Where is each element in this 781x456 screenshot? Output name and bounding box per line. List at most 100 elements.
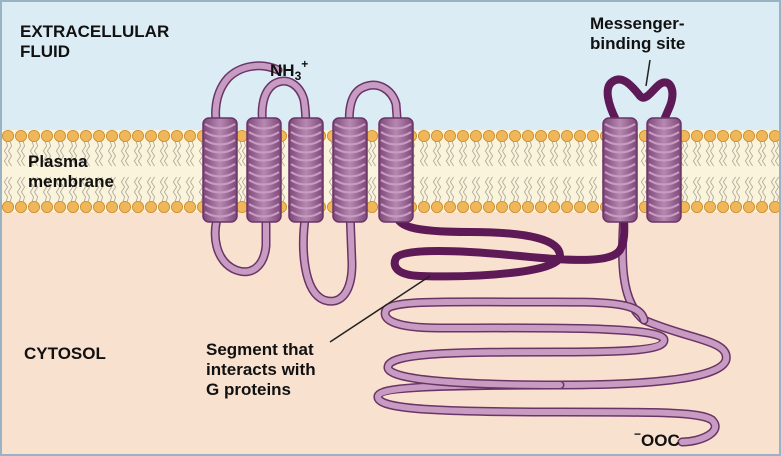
lipid-tail (709, 176, 715, 203)
lipid-tail (172, 176, 178, 203)
lipid-tail (241, 176, 247, 203)
lipid-head (365, 129, 378, 142)
lipid-head (574, 129, 587, 142)
helix-turn (248, 171, 280, 178)
lipid-tail (575, 176, 581, 203)
lipid-tail (367, 176, 373, 203)
lipid-tail (137, 176, 143, 203)
lipid-tail (501, 176, 507, 203)
lipid-head (548, 129, 561, 142)
lipid-tail (189, 140, 195, 167)
lipid-tail (120, 140, 126, 167)
lipid-head (67, 129, 80, 142)
helix-turn (248, 211, 280, 218)
lipid-head (756, 129, 769, 142)
lipid-tail (16, 176, 22, 203)
lipid-tail (640, 140, 646, 167)
lipid-tail (241, 140, 247, 167)
helix-turn (248, 203, 280, 210)
helix-turn (204, 155, 236, 162)
lipid-tail (549, 176, 555, 203)
transmembrane-helices (202, 117, 682, 223)
lipid-tail (523, 140, 529, 167)
lipid-head (106, 200, 119, 213)
lipid-head (730, 129, 743, 142)
lipid-tail (137, 140, 143, 167)
lipid-tail (55, 140, 61, 167)
lipid-tail (692, 140, 698, 167)
lipid-tail (484, 176, 490, 203)
lipid-tail (124, 176, 130, 203)
lipid-tail (3, 176, 9, 203)
helix-turn (334, 195, 366, 202)
lipid-head (717, 200, 730, 213)
lipid-head (548, 200, 561, 213)
lipid-tail (20, 140, 26, 167)
lipid-tail (744, 140, 750, 167)
lipid-head (430, 200, 443, 213)
helix-turn (290, 203, 322, 210)
helix-turn (248, 147, 280, 154)
lipid-head (131, 129, 144, 142)
lipid-tail (471, 140, 477, 167)
lipid-tail (510, 176, 516, 203)
helix-turn (248, 123, 280, 130)
helix-turn (334, 211, 366, 218)
carboxyl-terminus-label: −OOC (634, 424, 680, 451)
lipid-tail (237, 140, 243, 167)
lipid-head (80, 200, 93, 213)
lipid-head (535, 129, 548, 142)
helix-turn (204, 211, 236, 218)
lipid-tail (692, 176, 698, 203)
lipid-tail (540, 140, 546, 167)
messenger-leader-line (645, 59, 651, 87)
helix-turn (248, 139, 280, 146)
lipid-tail (7, 140, 13, 167)
helix-turn (648, 195, 680, 202)
lipid-head (67, 200, 80, 213)
lipid-head (522, 129, 535, 142)
lipid-tail (562, 140, 568, 167)
helix-turn (204, 171, 236, 178)
lipid-tail (419, 140, 425, 167)
amino-terminus-base: NH (270, 61, 295, 80)
lipid-tail (94, 140, 100, 167)
lipid-head (535, 200, 548, 213)
lipid-tail (133, 176, 139, 203)
lipid-tail (497, 140, 503, 167)
lipid-tail (510, 140, 516, 167)
helix-turn (604, 131, 636, 138)
lipid-tail (705, 140, 711, 167)
lipid-tail (146, 176, 152, 203)
lipid-tail (575, 140, 581, 167)
cytosol-label: CYTOSOL (24, 344, 106, 363)
helix-turn (648, 155, 680, 162)
lipid-head (2, 200, 14, 213)
lipid-head (756, 200, 769, 213)
helix-turn (380, 131, 412, 138)
g-protein-segment-label: Segment that interacts with G proteins (206, 340, 316, 399)
lipid-tail (536, 176, 542, 203)
amino-terminus-label: NH3+ (270, 54, 308, 86)
lipid-tail (488, 140, 494, 167)
lipid-tail (475, 176, 481, 203)
lipid-tail (566, 176, 572, 203)
lipid-head (417, 200, 430, 213)
lipid-head (561, 129, 574, 142)
lipid-tail (59, 140, 65, 167)
lipid-tail (72, 176, 78, 203)
lipid-tail (280, 176, 286, 203)
lipid-tail (94, 176, 100, 203)
helix-turn (248, 131, 280, 138)
lipid-tail (159, 176, 165, 203)
lipid-head (144, 200, 157, 213)
lipid-tail (133, 140, 139, 167)
lipid-tail (722, 140, 728, 167)
helix-turn (648, 187, 680, 194)
amino-terminus-subscript: 3 (294, 69, 302, 83)
lipid-head (469, 200, 482, 213)
helix-turn (604, 163, 636, 170)
lipid-tail (150, 176, 156, 203)
lipid-tail (588, 176, 594, 203)
helix-turn (248, 187, 280, 194)
